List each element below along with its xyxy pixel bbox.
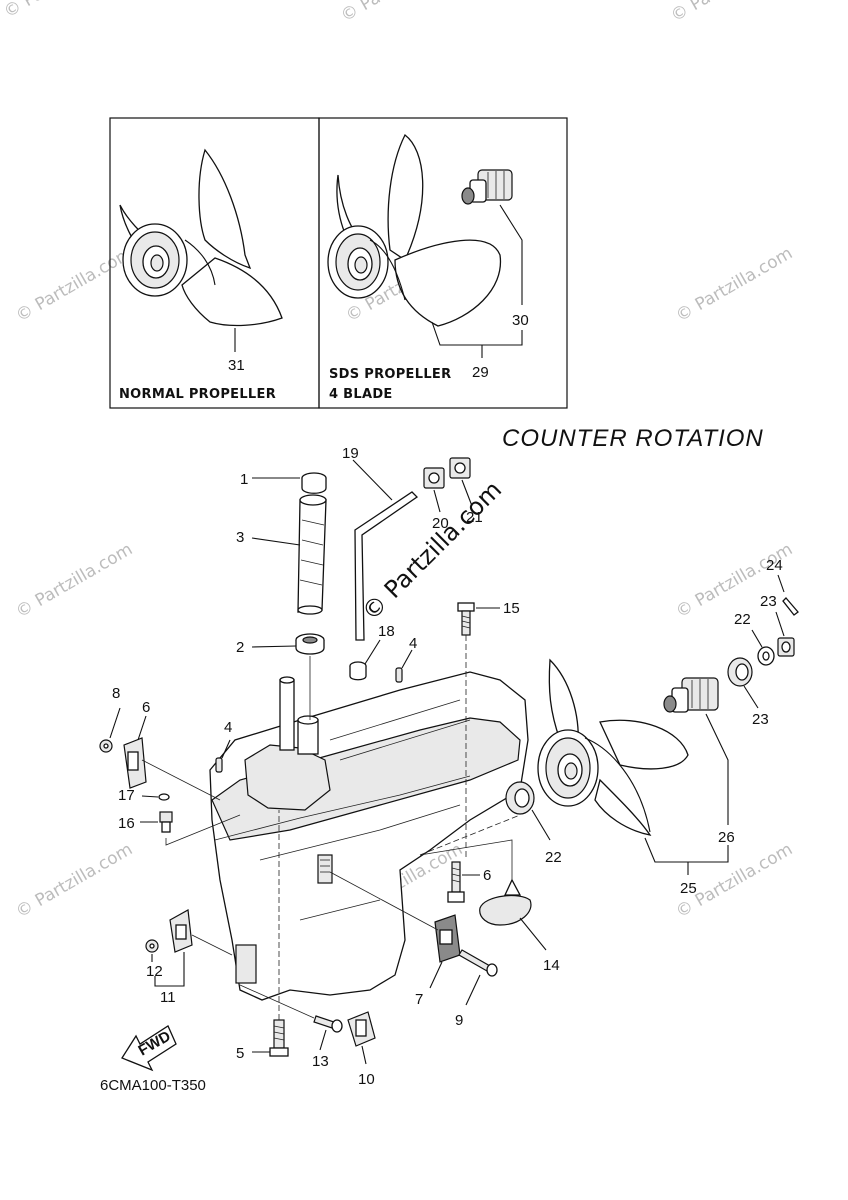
callout-18: 17	[118, 787, 135, 804]
callout-25: 23	[760, 593, 777, 610]
part-2-grommet-icon	[295, 633, 325, 655]
part-6-bolt-icon	[447, 861, 465, 903]
part-9-bolt-icon	[458, 949, 498, 977]
callout-8: 6	[142, 699, 150, 716]
callout-21: 21	[466, 509, 483, 526]
callout-21: 20	[432, 515, 449, 532]
inset-label-sds-line2: 4 BLADE	[329, 387, 393, 402]
part-7-anode-icon	[434, 914, 461, 963]
part-19-bushing-icon	[349, 661, 367, 681]
part-16-bolt-icon	[457, 602, 475, 636]
callout-16: 15	[503, 600, 520, 617]
part-26-cotter-pin-icon	[782, 597, 799, 616]
part-28-spline-hub-icon	[663, 677, 719, 713]
callout-17: 16	[118, 815, 135, 832]
part-17-drain-screw-icon	[159, 811, 173, 833]
part-12-anode-icon	[169, 909, 193, 953]
callout-26: 24	[766, 557, 783, 574]
callout-3: 3	[236, 529, 244, 546]
callout-24: 22	[734, 611, 751, 628]
callout-20: 19	[342, 445, 359, 462]
lower-casing-icon	[209, 671, 529, 1001]
inset-label-sds-line1: SDS PROPELLER	[329, 367, 451, 382]
callout-6: 6	[483, 867, 491, 884]
propeller-sds-icon	[327, 134, 502, 327]
propeller-main-icon	[537, 658, 689, 836]
part-11-anode-icon	[347, 1011, 376, 1047]
watermark-text-center: © Partzilla.com	[356, 475, 507, 626]
part-4-dowel-pin-icon	[215, 667, 403, 773]
callout-23: 23	[752, 711, 769, 728]
part-21-clip-icon	[423, 457, 471, 489]
diagram-code: 6CMA100-T350	[100, 1077, 206, 1094]
callout-13: 12	[146, 963, 163, 980]
watermark-text: © Partzilla.com	[13, 539, 137, 622]
callout-1: 1	[240, 471, 248, 488]
callout-22: 22	[545, 849, 562, 866]
callout-7: 7	[415, 991, 423, 1008]
watermark-text: © Partzilla.com	[673, 539, 797, 622]
part-18-washer-icon	[158, 793, 170, 801]
part-14-bolt-icon	[313, 1015, 343, 1033]
watermark-text: © Partzilla.com	[13, 243, 137, 326]
part-15-trim-tab-icon	[479, 878, 532, 926]
callout-31: 31	[228, 357, 245, 374]
callout-29: 29	[472, 364, 489, 381]
watermark-text: © Partzilla.com	[1, 0, 125, 22]
inset-label-normal: NORMAL PROPELLER	[119, 387, 276, 402]
part-23-spacer-icon	[727, 657, 753, 687]
callout-10: 8	[112, 685, 120, 702]
callout-4: 4	[224, 719, 232, 736]
spline-hub-icon	[461, 169, 513, 205]
callout-14: 13	[312, 1053, 329, 1070]
part-5-bolt-icon	[269, 1019, 289, 1057]
diagram-title: COUNTER ROTATION	[502, 425, 764, 452]
watermark-text: © Partzilla.com	[668, 0, 792, 26]
callout-4: 4	[409, 635, 417, 652]
inset-box-normal-propeller: 31 NORMAL PROPELLER	[109, 117, 320, 409]
part-8-anode-bracket-icon	[123, 737, 147, 789]
part-3-water-tube-icon	[297, 494, 327, 615]
callout-2: 2	[236, 639, 244, 656]
inset-box-sds-propeller: 30 29 SDS PROPELLER 4 BLADE	[318, 117, 568, 409]
callout-30: 30	[512, 312, 529, 329]
callout-11: 10	[358, 1071, 375, 1088]
part-22-thrust-washer-icon	[505, 781, 535, 815]
part-25-nut-icon	[777, 637, 795, 657]
callout-15: 14	[543, 957, 560, 974]
watermark-text: © Partzilla.com	[338, 0, 462, 26]
propeller-normal-icon	[119, 148, 283, 327]
part-24-washer-icon	[757, 646, 775, 666]
part-1-collar-icon	[301, 472, 327, 494]
callout-12: 11	[160, 989, 176, 1006]
watermark-text: © Partzilla.com	[13, 839, 137, 922]
part-20-rod-icon	[354, 491, 419, 641]
callout-27: 25	[680, 880, 697, 897]
callout-19: 18	[378, 623, 395, 640]
part-10-nut-icon	[99, 739, 113, 753]
part-13-nut-icon	[145, 939, 159, 953]
callout-9: 9	[455, 1012, 463, 1029]
fwd-arrow-icon: FWD	[121, 1025, 177, 1072]
callout-5: 5	[236, 1045, 244, 1062]
callout-28: 26	[718, 829, 735, 846]
watermark-text: © Partzilla.com	[673, 243, 797, 326]
